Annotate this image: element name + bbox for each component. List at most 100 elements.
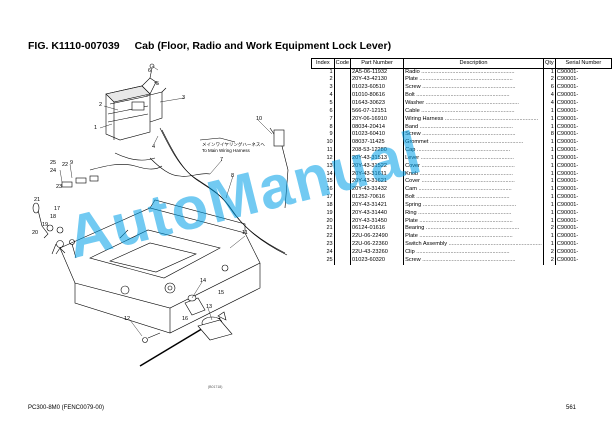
row-code	[334, 154, 352, 163]
row-part-number-text: 01023-60510	[352, 84, 386, 91]
column-header: Serial Number	[554, 58, 612, 69]
row-qty-text: 1	[550, 201, 554, 208]
row-code	[334, 201, 352, 210]
row-serial: C90001-	[555, 124, 611, 132]
leader-dots: ........................................…	[419, 68, 515, 75]
row-serial: C90001-	[555, 116, 611, 124]
row-serial: C90001-	[555, 210, 611, 218]
row-serial: C90001-	[555, 100, 611, 108]
row-description-text: Wiring Harness	[405, 115, 444, 122]
row-serial-text: C90001-	[556, 233, 579, 240]
row-part-number-text: 20Y-43-42130	[352, 76, 387, 83]
row-index: 11	[311, 147, 335, 155]
leader-dots: ........................................…	[417, 76, 513, 83]
leader-dots: ........................................…	[418, 123, 513, 130]
row-qty: 1	[543, 115, 556, 124]
row-qty: 1	[543, 154, 556, 163]
row-description-text: Switch Assembly	[405, 241, 448, 248]
row-code	[334, 76, 352, 85]
column-header: Code	[333, 58, 352, 69]
row-part-number-text: 08037-11425	[352, 139, 385, 146]
row-index: 9	[311, 131, 335, 140]
leader-dots: ........................................…	[419, 154, 514, 161]
row-part-number-text: 20Y-43-31522	[352, 162, 387, 169]
row-code	[334, 92, 352, 100]
row-qty-text: 1	[550, 139, 554, 146]
leader-dots: ........................................…	[420, 131, 516, 138]
row-code	[334, 249, 352, 257]
harness-label-en: To Main Wiring Harness	[202, 148, 250, 153]
callout-label: 18	[50, 214, 57, 220]
row-index: 14	[311, 170, 335, 179]
row-qty-text: 4	[550, 99, 554, 106]
row-serial-text: C90001-	[556, 249, 579, 255]
row-serial: C90001-	[555, 186, 611, 194]
row-description: Grommet ................................…	[403, 139, 544, 148]
row-qty-text: 1	[550, 123, 554, 130]
row-qty-text: 1	[550, 107, 554, 114]
row-part-number: 20Y-43-31450	[350, 217, 405, 226]
row-description-text: Screw	[405, 131, 421, 138]
row-description-text: Bearing	[405, 225, 425, 232]
row-qty-text: 1	[550, 233, 554, 240]
row-description: Switch Assembly ........................…	[403, 241, 544, 249]
row-part-number-text: 20Y-43-31421	[352, 201, 387, 208]
row-index: 8	[311, 123, 335, 132]
diagram-drawing	[32, 63, 289, 367]
row-description: Clip ...................................…	[403, 249, 544, 257]
row-serial-text: C90001-	[556, 170, 579, 177]
row-part-number-text: 06124-01616	[352, 225, 386, 232]
row-qty: 1	[543, 123, 556, 132]
row-serial: C90001-	[555, 257, 611, 265]
row-description-text: Ring	[405, 209, 417, 216]
row-qty: 1	[543, 162, 556, 171]
row-description: Cable ..................................…	[403, 107, 544, 116]
row-index: 25	[311, 256, 335, 265]
row-part-number-text: 01023-60320	[352, 256, 386, 263]
row-qty-text: 1	[550, 147, 554, 154]
row-serial: C90001-	[555, 233, 611, 241]
row-serial-text: C90001-	[556, 115, 579, 122]
row-code	[334, 147, 352, 155]
row-serial-text: C90001-	[556, 107, 579, 114]
row-index: 10	[311, 139, 335, 148]
row-qty-text: 1	[550, 209, 554, 216]
row-qty-text: 1	[550, 115, 554, 122]
callout-label: 2	[99, 102, 103, 108]
leader-dots: ........................................…	[419, 107, 515, 114]
row-qty: 4	[543, 99, 556, 108]
row-description-text: Cap	[405, 147, 416, 154]
row-description-text: Cable	[405, 107, 420, 114]
row-index-text: 2	[329, 76, 333, 83]
row-serial: C90001-	[555, 163, 611, 171]
row-description: Wiring Harness .........................…	[403, 115, 544, 124]
row-part-number-text: 2A5-06-11932	[352, 68, 388, 75]
row-qty: 1	[543, 68, 556, 77]
row-index: 20	[311, 217, 335, 226]
row-description-text: Spring	[405, 201, 422, 208]
row-part-number-text: 20Y-43-31513	[352, 154, 387, 161]
row-part-number: 01023-60320	[350, 256, 405, 265]
callout-label: 16	[182, 316, 189, 322]
row-description: Cap ....................................…	[403, 147, 544, 155]
row-serial: C90001-	[555, 225, 611, 233]
row-serial-text: C90001-	[556, 256, 579, 263]
column-header: Description	[403, 58, 544, 69]
leader-dots: ........................................…	[414, 92, 510, 99]
row-serial-text: C90001-	[556, 76, 579, 83]
row-part-number-text: 20Y-06-16910	[352, 115, 387, 122]
row-qty-text: 1	[550, 154, 554, 161]
callout-label: 7	[220, 157, 224, 163]
row-index: 21	[311, 225, 335, 234]
row-qty: 1	[543, 139, 556, 148]
row-serial-text: C90001-	[556, 178, 579, 185]
row-qty: 1	[543, 209, 556, 218]
row-description-text: Bolt	[405, 92, 415, 99]
row-part-number: 06124-01616	[350, 225, 405, 234]
